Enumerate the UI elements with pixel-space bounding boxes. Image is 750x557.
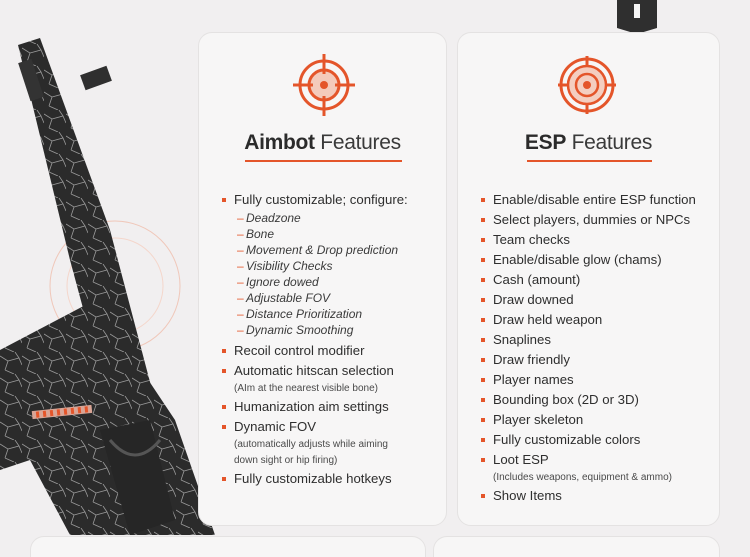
bottom-left-card [30,536,426,557]
list-item: Dynamic FOV (automatically adjusts while… [222,417,444,469]
fov-note-line1: (automatically adjusts while aiming [234,439,388,450]
list-item-label: Bounding box (2D or 3D) [493,392,639,407]
bottom-right-card [433,536,720,557]
list-item-label: Humanization aim settings [234,399,389,414]
rifle-image [0,38,215,535]
esp-features-card: ESP Features Enable/disable entire ESP f… [457,32,720,526]
esp-title-light: Features [571,131,653,154]
list-item-label: Cash (amount) [493,272,581,287]
list-item-label: Automatic hitscan selection [234,363,394,378]
list-item-label: Team checks [493,232,570,247]
list-item: Fully customizable colors [481,430,717,450]
esp-feature-list: Enable/disable entire ESP function Selec… [481,190,717,506]
list-item-label: Player skeleton [493,412,584,427]
list-item: Snaplines [481,330,717,350]
list-item-label: Fully customizable; configure: [234,192,408,207]
list-item: Automatic hitscan selection (AIm at the … [222,361,444,397]
list-item: Draw downed [481,290,717,310]
esp-title: ESP Features [458,131,719,155]
list-item-label: Fully customizable hotkeys [234,471,392,486]
list-item: Cash (amount) [481,270,717,290]
list-item: Humanization aim settings [222,397,444,417]
list-item: Select players, dummies or NPCs [481,210,717,230]
loot-note: (Includes weapons, equipment & ammo) [493,472,672,483]
aimbot-features-card: Aimbot Features Fully customizable; conf… [198,32,447,526]
list-item-label: Snaplines [493,332,551,347]
fov-note-line2: down sight or hip firing) [234,455,338,466]
list-item-label: Fully customizable colors [493,432,641,447]
list-item: Enable/disable glow (chams) [481,250,717,270]
sub-item: Bone [234,226,444,242]
list-item-label: Draw downed [493,292,574,307]
esp-title-bold: ESP [524,131,567,154]
sub-item: Ignore dowed [234,274,444,290]
list-item-label: Select players, dummies or NPCs [493,212,691,227]
aimbot-sub-list: Deadzone Bone Movement & Drop prediction… [234,210,444,338]
list-item-label: Enable/disable entire ESP function [493,192,696,207]
aimbot-title-bold: Aimbot [244,131,315,154]
list-item-label: Dynamic FOV [234,419,317,434]
sub-item: Distance Prioritization [234,306,444,322]
list-item: Bounding box (2D or 3D) [481,390,717,410]
list-item-label: Show Items [493,488,562,503]
list-item: Recoil control modifier [222,341,444,361]
aimbot-title: Aimbot Features [199,131,446,155]
aimbot-title-underline [245,160,402,162]
sub-item: Deadzone [234,210,444,226]
list-item: Fully customizable hotkeys [222,469,444,489]
list-item: Team checks [481,230,717,250]
crosshair-target-icon [293,54,355,116]
esp-title-underline [527,160,652,162]
radar-target-icon [558,56,616,114]
aimbot-feature-list: Fully customizable; configure: Deadzone … [222,190,444,489]
hitscan-note: (AIm at the nearest visible bone) [234,383,378,394]
list-item-label: Player names [493,372,574,387]
sub-item: Dynamic Smoothing [234,322,444,338]
list-item: Fully customizable; configure: Deadzone … [222,190,444,338]
list-item-label: Draw held weapon [493,312,603,327]
list-item: Player skeleton [481,410,717,430]
list-item-label: Enable/disable glow (chams) [493,252,662,267]
list-item-label: Draw friendly [493,352,570,367]
list-item: Draw friendly [481,350,717,370]
list-item: Player names [481,370,717,390]
aimbot-title-light: Features [320,131,401,154]
list-item: Enable/disable entire ESP function [481,190,717,210]
list-item-label: Loot ESP [493,452,549,467]
list-item: Show Items [481,486,717,506]
sub-item: Adjustable FOV [234,290,444,306]
list-item-label: Recoil control modifier [234,343,365,358]
sub-item: Visibility Checks [234,258,444,274]
sub-item: Movement & Drop prediction [234,242,444,258]
list-item: Draw held weapon [481,310,717,330]
list-item: Loot ESP (Includes weapons, equipment & … [481,450,717,486]
decorative-clip [617,0,657,34]
